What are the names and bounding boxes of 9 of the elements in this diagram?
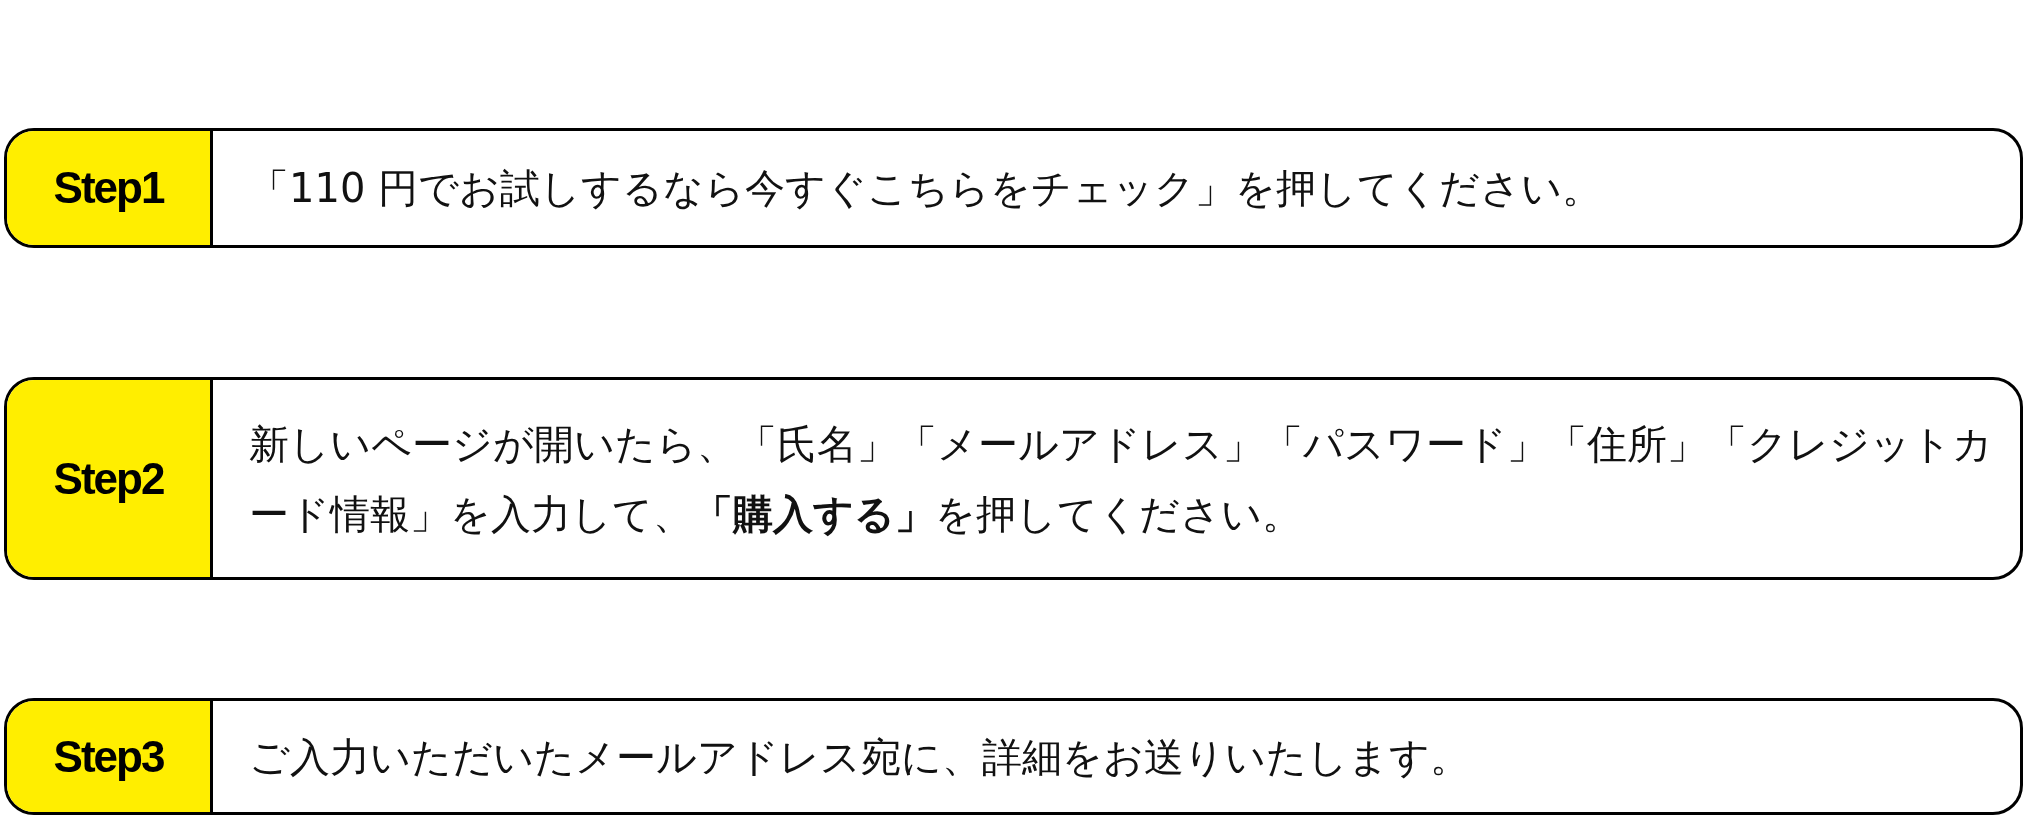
step-label: Step1: [7, 131, 213, 245]
step-box: [4, 698, 2023, 815]
instruction-text: 新しいページが開いたら、「氏名」「メールアドレス」「パスワード」「住所」「クレジットカード情報」を入力して、「購入する」を押してください。: [249, 419, 1994, 539]
instruction-text: ご入力いただいたメールアドレス宛に、詳細をお送りいたします。: [249, 732, 1470, 782]
step-label: Step2: [7, 380, 213, 577]
step-box: [4, 128, 2023, 248]
instruction-text: 「110 円でお試しするなら今すぐこちらをチェック」を押してください。: [249, 164, 1603, 213]
step-box: [4, 377, 2023, 580]
step-label: Step3: [7, 701, 213, 812]
